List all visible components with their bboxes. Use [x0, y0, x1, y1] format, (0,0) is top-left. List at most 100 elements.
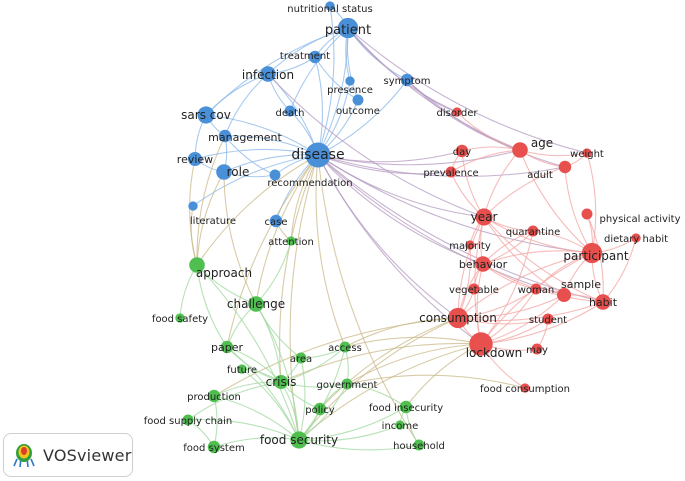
node-outcome[interactable]	[352, 94, 364, 106]
label-case[interactable]: case	[265, 217, 288, 228]
node-year[interactable]	[475, 208, 493, 226]
label-quarantine[interactable]: quarantine	[506, 227, 561, 238]
label-paper[interactable]: paper	[211, 341, 243, 354]
label-vegetable[interactable]: vegetable	[449, 285, 499, 296]
label-food_safety[interactable]: food safety	[152, 314, 208, 325]
label-lockdown[interactable]: lockdown	[466, 346, 523, 360]
node-weight[interactable]	[582, 148, 592, 158]
node-treatment[interactable]	[308, 50, 322, 64]
label-year[interactable]: year	[471, 210, 498, 224]
label-weight[interactable]: weight	[570, 149, 604, 160]
label-policy[interactable]: policy	[305, 405, 335, 416]
node-patient[interactable]	[337, 17, 359, 39]
node-food_system[interactable]	[207, 440, 221, 454]
node-household[interactable]	[413, 439, 425, 451]
node-adult[interactable]	[558, 160, 572, 174]
label-food_supply_chain[interactable]: food supply chain	[144, 416, 232, 427]
label-food_security[interactable]: food security	[260, 433, 338, 447]
label-outcome[interactable]: outcome	[336, 106, 380, 117]
node-lockdown[interactable]	[469, 332, 493, 356]
node-physical_activity[interactable]	[581, 208, 593, 220]
label-household[interactable]: household	[393, 441, 445, 452]
node-challenge[interactable]	[248, 296, 264, 312]
node-area[interactable]	[295, 352, 307, 364]
label-sample[interactable]: sample	[561, 278, 601, 291]
node-day[interactable]	[455, 144, 469, 158]
label-death[interactable]: death	[276, 108, 305, 119]
label-food_system[interactable]: food system	[183, 443, 244, 454]
node-quarantine[interactable]	[527, 225, 539, 237]
node-dietary_habit[interactable]	[631, 233, 641, 243]
node-future[interactable]	[237, 364, 247, 374]
label-age[interactable]: age	[531, 136, 553, 150]
label-nutritional_status[interactable]: nutritional status	[287, 4, 372, 15]
label-production[interactable]: production	[187, 392, 241, 403]
label-literature[interactable]: literature	[190, 216, 236, 227]
node-nutritional_status[interactable]	[325, 1, 335, 11]
node-participant[interactable]	[581, 242, 603, 264]
label-dietary_habit[interactable]: dietary habit	[604, 234, 668, 245]
node-policy[interactable]	[313, 402, 327, 416]
node-behavior[interactable]	[475, 256, 491, 272]
node-literature[interactable]	[188, 201, 198, 211]
node-presence[interactable]	[345, 76, 355, 86]
node-production[interactable]	[207, 389, 221, 403]
label-recommendation[interactable]: recommendation	[267, 178, 352, 189]
label-symptom[interactable]: symptom	[384, 76, 431, 87]
node-role[interactable]	[216, 164, 232, 180]
node-prevalence[interactable]	[445, 166, 457, 178]
label-disease[interactable]: disease	[291, 147, 344, 163]
node-case[interactable]	[269, 214, 283, 228]
label-area[interactable]: area	[290, 354, 312, 365]
node-attention[interactable]	[286, 236, 296, 246]
node-review[interactable]	[187, 151, 203, 167]
label-management[interactable]: management	[208, 131, 282, 144]
label-disorder[interactable]: disorder	[436, 108, 478, 119]
node-food_supply_chain[interactable]	[182, 414, 194, 426]
label-sars_cov[interactable]: sars cov	[181, 108, 231, 122]
label-behavior[interactable]: behavior	[459, 258, 508, 271]
node-student[interactable]	[542, 313, 554, 325]
label-access[interactable]: access	[328, 343, 362, 354]
node-consumption[interactable]	[447, 307, 469, 329]
label-student[interactable]: student	[529, 315, 567, 326]
label-habit[interactable]: habit	[589, 296, 618, 309]
label-future[interactable]: future	[227, 365, 257, 376]
node-infection[interactable]	[260, 66, 276, 82]
node-food_consumption[interactable]	[520, 383, 530, 393]
label-treatment[interactable]: treatment	[280, 51, 330, 62]
node-habit[interactable]	[595, 294, 611, 310]
label-challenge[interactable]: challenge	[227, 297, 285, 311]
node-food_insecurity[interactable]	[399, 400, 413, 414]
node-age[interactable]	[512, 142, 528, 158]
node-recommendation[interactable]	[269, 169, 281, 181]
node-income[interactable]	[395, 420, 405, 430]
label-crisis[interactable]: crisis	[266, 375, 297, 389]
node-government[interactable]	[341, 378, 353, 390]
node-woman[interactable]	[530, 283, 542, 295]
node-majority[interactable]	[465, 240, 475, 250]
label-majority[interactable]: majority	[449, 241, 491, 252]
node-symptom[interactable]	[400, 73, 414, 87]
label-patient[interactable]: patient	[325, 23, 371, 38]
node-access[interactable]	[339, 341, 351, 353]
node-vegetable[interactable]	[468, 283, 480, 295]
label-attention[interactable]: attention	[268, 237, 314, 248]
label-role[interactable]: role	[227, 165, 250, 179]
node-disease[interactable]	[305, 142, 331, 168]
node-paper[interactable]	[220, 340, 234, 354]
label-infection[interactable]: infection	[242, 68, 294, 82]
label-food_consumption[interactable]: food consumption	[480, 384, 570, 395]
node-food_security[interactable]	[290, 431, 308, 449]
node-approach[interactable]	[189, 257, 205, 273]
label-participant[interactable]: participant	[563, 249, 628, 263]
label-food_insecurity[interactable]: food insecurity	[369, 403, 443, 414]
label-adult[interactable]: adult	[527, 170, 553, 181]
label-presence[interactable]: presence	[327, 85, 373, 96]
label-approach[interactable]: approach	[196, 266, 252, 280]
node-sars_cov[interactable]	[197, 106, 215, 124]
node-disorder[interactable]	[452, 107, 462, 117]
node-may[interactable]	[531, 343, 543, 355]
label-government[interactable]: government	[317, 380, 378, 391]
node-management[interactable]	[218, 129, 232, 143]
